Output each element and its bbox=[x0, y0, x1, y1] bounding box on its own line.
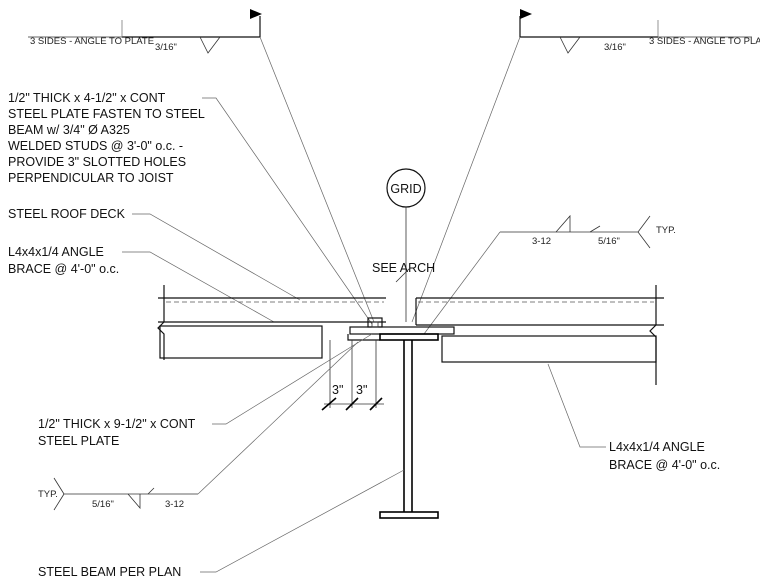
weld-length-bottom-left: 3-12 bbox=[165, 499, 184, 510]
flag-icon bbox=[250, 9, 262, 19]
note-line: BRACE @ 4'-0" o.c. bbox=[609, 458, 720, 472]
note-line: STEEL BEAM PER PLAN bbox=[38, 565, 181, 579]
angle-brace-left bbox=[347, 334, 380, 341]
note-left-angle: L4x4x1/4 ANGLE BRACE @ 4'-0" o.c. bbox=[8, 245, 275, 323]
left-deck bbox=[157, 285, 386, 360]
left-joist bbox=[159, 325, 323, 359]
note-line: PERPENDICULAR TO JOIST bbox=[8, 171, 174, 185]
steel-beam bbox=[379, 333, 439, 519]
dimension-slots: 3" 3" bbox=[321, 340, 384, 411]
weld-symbol-top-left: 3 SIDES - ANGLE TO PLATE 3/16" bbox=[28, 9, 375, 323]
weld-tail-mid-right: TYP. bbox=[656, 225, 676, 236]
grid-label: GRID bbox=[390, 182, 421, 196]
note-line: 1/2" THICK x 4-1/2" x CONT bbox=[8, 91, 166, 105]
right-deck bbox=[415, 285, 664, 385]
right-joist bbox=[441, 335, 657, 363]
weld-size-bottom-left: 5/16" bbox=[92, 499, 114, 510]
note-line: SEE ARCH bbox=[372, 261, 435, 275]
weld-length-mid-right: 3-12 bbox=[532, 236, 551, 247]
weld-size-top-right: 3/16" bbox=[604, 42, 626, 53]
weld-tail-bottom-left: TYP. bbox=[38, 489, 58, 500]
note-line: BRACE @ 4'-0" o.c. bbox=[8, 262, 119, 276]
weld-note-top-right: 3 SIDES - ANGLE TO PLATE bbox=[649, 36, 760, 47]
note-line: L4x4x1/4 ANGLE bbox=[8, 245, 104, 259]
note-bottom-plate: 1/2" THICK x 9-1/2" x CONT STEEL PLATE bbox=[38, 333, 373, 448]
weld-note-top-left: 3 SIDES - ANGLE TO PLATE bbox=[30, 36, 154, 47]
note-line: PROVIDE 3" SLOTTED HOLES bbox=[8, 155, 186, 169]
flag-icon bbox=[520, 9, 532, 19]
grid-bubble: GRID bbox=[386, 168, 426, 322]
weld-symbol-bottom-left: TYP. 5/16" 3-12 bbox=[38, 341, 359, 511]
note-line: STEEL ROOF DECK bbox=[8, 207, 126, 221]
note-line: STEEL PLATE FASTEN TO STEEL bbox=[8, 107, 205, 121]
weld-symbol-top-right: 3/16" 3 SIDES - ANGLE TO PLATE bbox=[411, 9, 760, 323]
note-line: L4x4x1/4 ANGLE bbox=[609, 440, 705, 454]
note-line: 1/2" THICK x 9-1/2" x CONT bbox=[38, 417, 196, 431]
note-right-angle: L4x4x1/4 ANGLE BRACE @ 4'-0" o.c. bbox=[547, 363, 720, 472]
weld-size-top-left: 3/16" bbox=[155, 42, 177, 53]
dimension-label: 3" bbox=[332, 383, 343, 397]
note-line: BEAM w/ 3/4" Ø A325 bbox=[8, 123, 130, 137]
note-line: WELDED STUDS @ 3'-0" o.c. - bbox=[8, 139, 183, 153]
see-arch-note: SEE ARCH bbox=[372, 261, 435, 283]
note-steel-beam: STEEL BEAM PER PLAN bbox=[38, 469, 405, 579]
dimension-label: 3" bbox=[356, 383, 367, 397]
top-steel-plate bbox=[349, 317, 455, 335]
weld-symbol-mid-right: 3-12 5/16" TYP. bbox=[423, 214, 676, 335]
weld-size-mid-right: 5/16" bbox=[598, 236, 620, 247]
note-line: STEEL PLATE bbox=[38, 434, 119, 448]
note-top-plate: 1/2" THICK x 4-1/2" x CONT STEEL PLATE F… bbox=[8, 91, 373, 325]
note-roof-deck: STEEL ROOF DECK bbox=[8, 207, 301, 301]
